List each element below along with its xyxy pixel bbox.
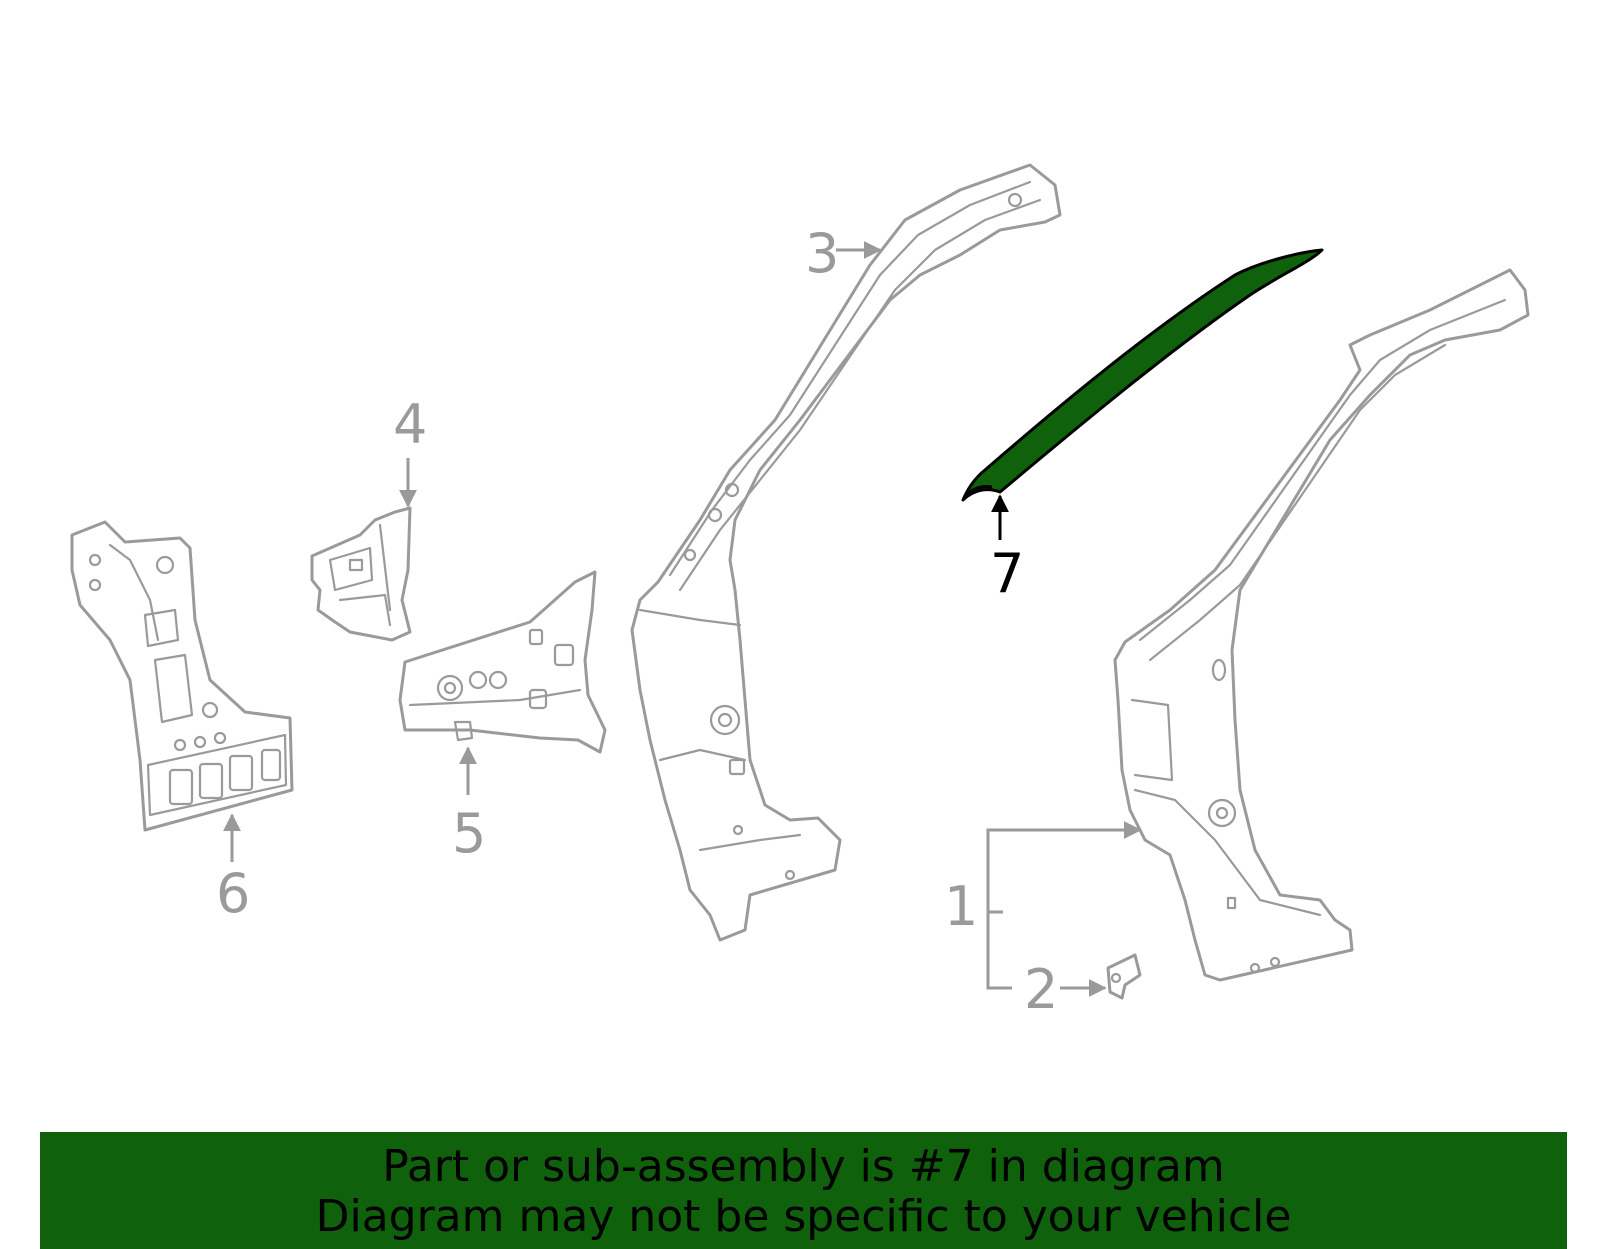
callout-6: 6 (216, 813, 250, 925)
part-2-clip (1106, 953, 1142, 1000)
callout-7: 7 (990, 494, 1024, 605)
part-3-pillar-inner (630, 163, 1062, 942)
banner-line-1: Part or sub-assembly is #7 in diagram (382, 1141, 1225, 1192)
callout-5: 5 (452, 746, 486, 865)
svg-text:2: 2 (1024, 958, 1058, 1021)
banner-line-2: Diagram may not be specific to your vehi… (315, 1191, 1292, 1242)
svg-text:5: 5 (452, 802, 486, 865)
part-4-bracket (310, 506, 412, 642)
info-banner: Part or sub-assembly is #7 in diagram Di… (40, 1132, 1567, 1249)
part-7-highlighted (961, 248, 1324, 502)
part-1-pillar-outer (1113, 268, 1530, 982)
part-5-reinforcement (398, 570, 607, 754)
svg-text:1: 1 (944, 875, 978, 938)
callout-3: 3 (805, 222, 882, 285)
svg-text:6: 6 (216, 862, 250, 925)
callout-4: 4 (393, 393, 427, 508)
part-6-pillar-panel (70, 520, 294, 832)
svg-text:7: 7 (990, 542, 1024, 605)
callout-2: 2 (1024, 958, 1107, 1021)
svg-text:3: 3 (805, 222, 839, 285)
callout-1: 1 (944, 821, 1142, 990)
svg-text:4: 4 (393, 393, 427, 456)
